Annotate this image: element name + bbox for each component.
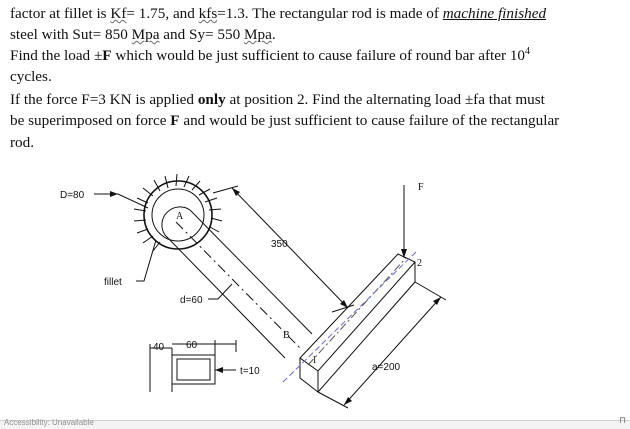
label-A: A — [176, 211, 184, 222]
leader-D — [94, 193, 149, 209]
label-d: d=60 — [180, 295, 203, 306]
leader-d — [208, 283, 233, 300]
label-40: 40 — [153, 342, 165, 353]
resize-corner-icon: ⊓ — [618, 415, 626, 425]
label-a: a=200 — [372, 362, 401, 373]
round-bar-centerline — [175, 221, 301, 349]
label-position-2: 2 — [417, 258, 422, 269]
text-span: be superimposed on force — [10, 112, 171, 129]
superscript: 4 — [525, 46, 531, 57]
symbol-kf: Kf — [110, 5, 127, 22]
text-line-2: steel with Sut= 850 Mpa and Sy= 550 Mpa. — [10, 25, 276, 45]
text-line-7: rod. — [10, 134, 35, 151]
round-bar-edge-upper — [189, 209, 313, 335]
label-D: D=80 — [60, 190, 85, 201]
engineering-figure: D=80 fillet d=60 350 F 1 2 A B a=200 40 … — [60, 173, 447, 409]
text-line-3: Find the load ±F which would be just suf… — [10, 46, 530, 66]
dim-ext-line — [331, 304, 355, 313]
rect-rod-side-face — [317, 262, 416, 393]
label-position-1: 1 — [312, 355, 317, 366]
leader-fillet — [136, 239, 157, 282]
text-span: = 1.75, and — [126, 5, 199, 22]
blue-dash-line — [282, 249, 419, 383]
text-line-5: If the force F=3 KN is applied only at p… — [10, 90, 545, 110]
bold-word: only — [197, 91, 226, 108]
label-B: B — [283, 330, 290, 341]
arrowheads — [110, 188, 441, 405]
dim-ext-line — [212, 185, 239, 194]
label-F: F — [418, 182, 424, 193]
text-line-6: be superimposed on force F and would be … — [10, 111, 559, 131]
text-line-4: cycles. — [10, 68, 52, 85]
text-span: and would be just sufficient to cause fa… — [179, 112, 560, 129]
round-bar-end-arc — [161, 206, 191, 236]
bold-symbol: F — [170, 112, 180, 129]
status-bar: Accessibility: Unavailable ⊓ — [0, 415, 630, 429]
label-t: t=10 — [240, 366, 260, 377]
dim-line-a — [343, 296, 442, 406]
text-span: If the force F=3 KN is applied — [10, 91, 198, 108]
cross-section-inner — [176, 358, 211, 381]
wall-hatch — [133, 173, 223, 252]
text-span: . — [271, 26, 276, 43]
accessibility-status[interactable]: Accessibility: Unavailable — [4, 418, 94, 427]
dim-line-350 — [231, 187, 349, 309]
shaft-inner-circle — [151, 188, 205, 242]
round-bar-edge-lower — [164, 234, 286, 359]
rect-rod-front-face — [299, 358, 319, 394]
dim-ext-line — [414, 281, 447, 301]
symbol-kfs: kfs — [198, 5, 218, 22]
text-span: and Sy= 550 — [159, 26, 244, 43]
text-span: =1.3. The rectangular rod is made of — [217, 5, 443, 22]
text-span: factor at fillet is — [10, 5, 111, 22]
text-span: Find the load ± — [10, 47, 103, 64]
label-350: 350 — [271, 239, 288, 250]
label-fillet: fillet — [104, 277, 122, 288]
text-span: which would be just sufficient to cause … — [111, 47, 526, 64]
text-span: at position 2. Find the alternating load… — [225, 91, 545, 108]
text-span: steel with Sut= 850 — [10, 26, 132, 43]
dim-ext-line — [317, 391, 349, 409]
label-60: 60 — [186, 340, 198, 351]
bold-symbol: F — [102, 47, 112, 64]
rect-rod-centerline — [307, 257, 407, 366]
unit-mpa: Mpa — [131, 26, 160, 43]
underlined-phrase: machine finished — [442, 5, 547, 22]
unit-mpa: Mpa — [244, 26, 272, 43]
text-line-1: factor at fillet is Kf= 1.75, and kfs=1.… — [10, 4, 546, 24]
rect-rod-top-face — [299, 253, 416, 372]
